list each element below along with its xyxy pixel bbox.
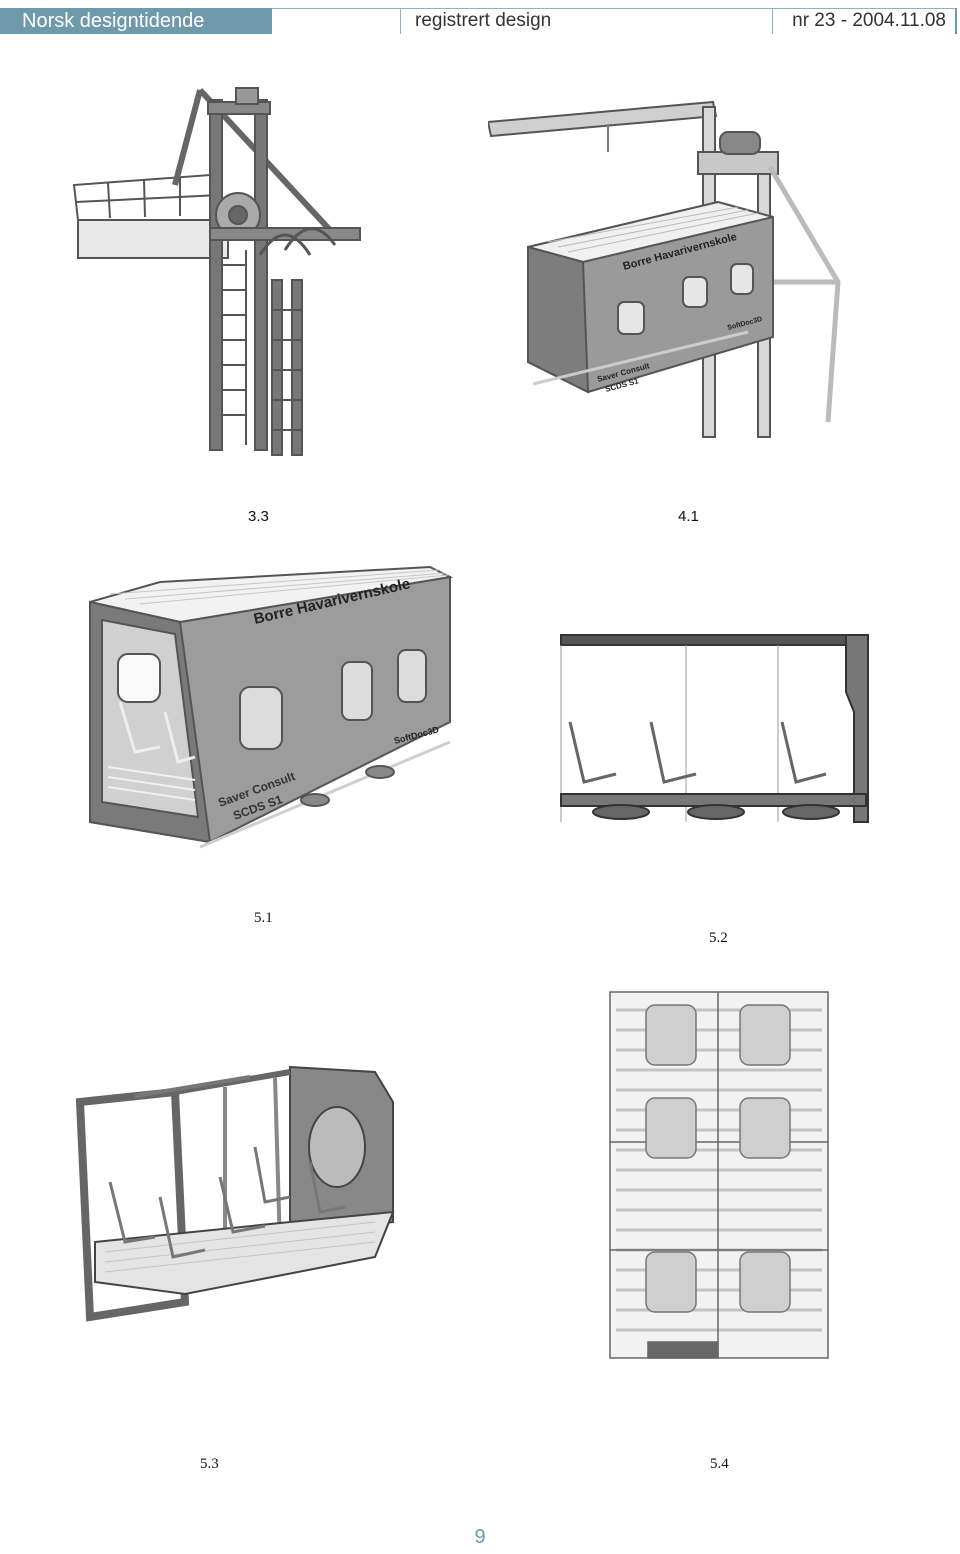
lifting-tower-with-ladder-illustration: [60, 80, 370, 465]
header-end-bar: [955, 8, 957, 34]
figure-caption: 5.3: [200, 1456, 219, 1472]
cabin-perspective-illustration: Borre Havarivernskole Saver Consult SCDS…: [80, 562, 460, 867]
publication-title: Norsk designtidende: [0, 8, 272, 34]
page-number: 9: [474, 1526, 486, 1548]
figure-caption: 5.1: [254, 910, 273, 926]
header-divider: [400, 8, 401, 34]
cabin-open-interior-illustration: [75, 1062, 395, 1324]
header-divider: [772, 8, 773, 34]
issue-label: nr 23 - 2004.11.08: [792, 10, 946, 31]
crane-with-cabin-illustration: Borre Havarivernskole Saver Consult SCDS…: [488, 92, 853, 452]
figure-caption: 4.1: [678, 508, 699, 525]
figure-caption: 5.2: [709, 930, 728, 946]
header-rule: [272, 8, 956, 9]
cabin-side-section-illustration: [556, 632, 872, 832]
section-label: registrert design: [415, 10, 552, 31]
figure-caption: 5.4: [710, 1456, 729, 1472]
figure-caption: 3.3: [248, 508, 269, 525]
cabin-top-view-illustration: [608, 990, 830, 1362]
